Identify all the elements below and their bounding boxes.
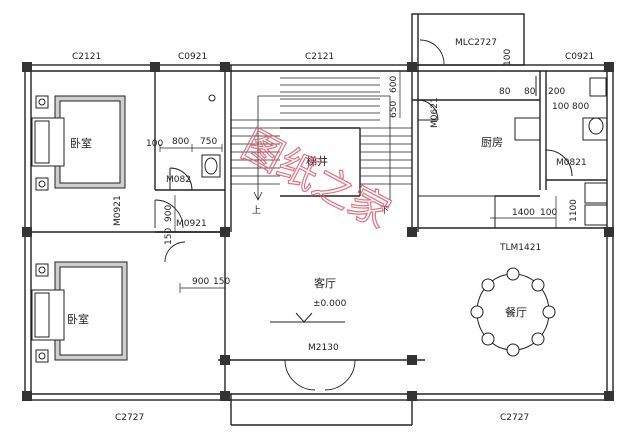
door-label-bath-right: M0821 bbox=[556, 158, 587, 168]
window-label-top-left: C2121 bbox=[72, 52, 101, 62]
dim-100-top: 100 bbox=[503, 49, 513, 66]
stair-down-label: 下 bbox=[380, 206, 389, 216]
window-label-top-center: C2121 bbox=[305, 52, 334, 62]
dim-900-vertical: 900 bbox=[164, 205, 174, 222]
room-label-bedroom-bottom: 卧室 bbox=[67, 312, 89, 326]
bed-top bbox=[31, 95, 126, 191]
balcony-wall bbox=[411, 13, 525, 66]
watermark-text: 图纸之家 bbox=[234, 122, 397, 238]
dim-150-horizontal: 150 bbox=[213, 277, 230, 287]
dim-100-right: 100 bbox=[540, 208, 557, 218]
level-symbol bbox=[270, 312, 345, 323]
room-label-kitchen: 厨房 bbox=[481, 136, 503, 149]
door-label-kitchen: M0621 bbox=[430, 97, 440, 128]
room-label-stairwell: 梯井 bbox=[306, 154, 328, 168]
dim-800: 800 bbox=[172, 137, 189, 147]
dim-1100: 1100 bbox=[569, 199, 579, 222]
kitchen-fixtures bbox=[417, 76, 541, 228]
toilet-left bbox=[169, 94, 221, 191]
door-label-bedroom-bottom: M0921 bbox=[176, 219, 207, 229]
door-label-bath-small: M082 bbox=[166, 175, 191, 185]
dim-80-b: 80 bbox=[524, 87, 536, 97]
staircase bbox=[231, 77, 412, 201]
window-label-bottom-left: C2727 bbox=[115, 413, 144, 423]
stair-up-label: 上 bbox=[252, 205, 261, 216]
bed-bottom bbox=[31, 261, 128, 363]
dim-150: 150 bbox=[164, 228, 174, 245]
dim-100-800: 100 800 bbox=[552, 102, 589, 112]
dim-900-horizontal: 900 bbox=[192, 277, 209, 287]
dim-600: 600 bbox=[389, 76, 399, 93]
room-label-bedroom-top: 卧室 bbox=[70, 136, 92, 150]
dim-100: 100 bbox=[146, 139, 163, 149]
window-label-top-bath: C0921 bbox=[178, 52, 207, 62]
door-label-entrance: M2130 bbox=[308, 343, 339, 353]
window-label-bottom-right: C2727 bbox=[500, 413, 529, 423]
dim-650: 650 bbox=[389, 101, 399, 118]
dim-750: 750 bbox=[200, 137, 217, 147]
level-mark: ±0.000 bbox=[313, 299, 347, 309]
dim-1400: 1400 bbox=[512, 208, 535, 218]
window-label-top-right: C0921 bbox=[565, 52, 594, 62]
dimension-lines bbox=[159, 71, 557, 293]
door-label-bedroom-top: M0921 bbox=[113, 195, 123, 226]
dining-table bbox=[470, 267, 556, 357]
dim-200: 200 bbox=[548, 87, 565, 97]
room-label-dining: 餐厅 bbox=[505, 305, 527, 319]
dim-80-a: 80 bbox=[499, 87, 511, 97]
columns bbox=[22, 62, 614, 401]
toilet-right bbox=[545, 77, 608, 226]
door-swings bbox=[154, 39, 445, 391]
window-label-balcony: MLC2727 bbox=[455, 38, 497, 48]
door-label-sliding: TLM1421 bbox=[499, 243, 541, 253]
room-label-living: 客厅 bbox=[314, 276, 336, 290]
